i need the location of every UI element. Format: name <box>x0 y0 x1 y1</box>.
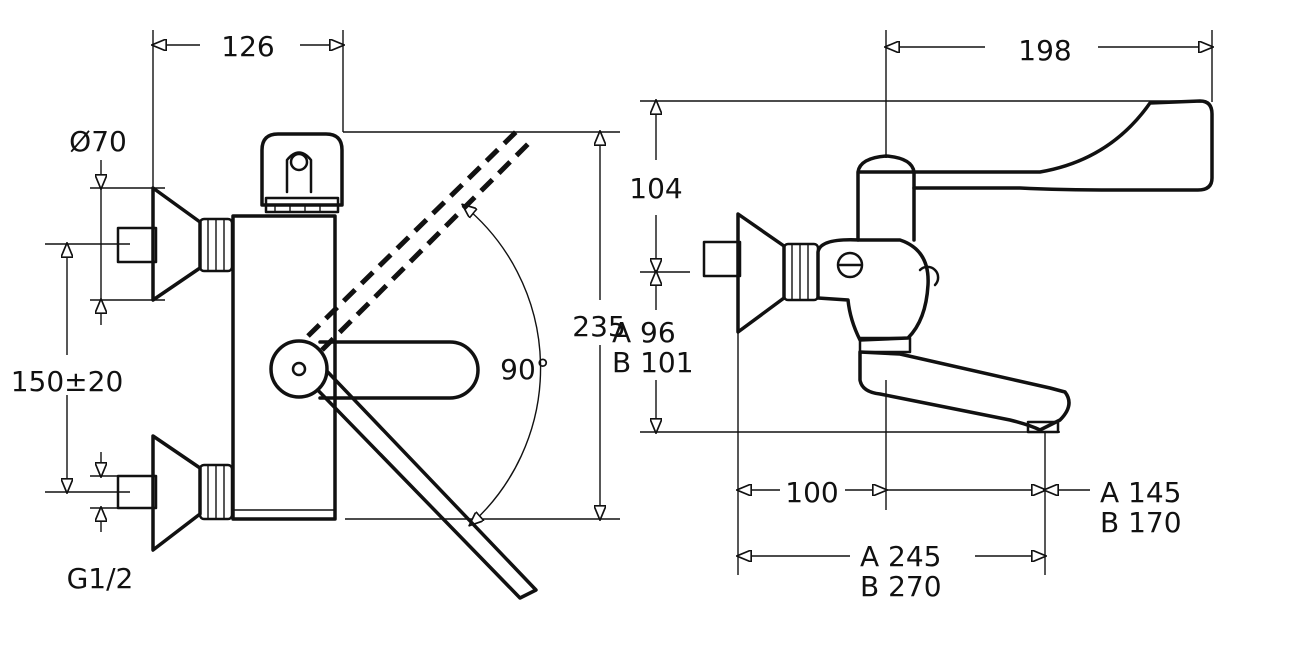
dim-198-label: 198 <box>1018 34 1071 67</box>
dim-spout-b-label: B 101 <box>612 346 694 379</box>
dim-angle-label: 90° <box>500 353 550 386</box>
dim-spacing: 150±20 <box>11 244 124 492</box>
dim-total-b-label: B 270 <box>860 570 942 603</box>
dim-100: 100 A 145 B 170 <box>738 476 1182 539</box>
upper-inlet <box>116 186 234 302</box>
dim-diameter: Ø70 <box>69 125 127 325</box>
lower-inlet <box>116 434 234 552</box>
dim-spacing-label: 150±20 <box>11 365 124 398</box>
lever-swung-down <box>306 364 538 600</box>
dim-235: 235 <box>572 132 626 519</box>
dim-126-label: 126 <box>221 30 274 63</box>
side-lever <box>856 99 1214 242</box>
dim-104: 104 <box>629 101 683 272</box>
dim-thread: G1/2 <box>67 452 134 595</box>
lever-hub <box>269 339 329 399</box>
dim-spout-len-a-label: A 145 <box>1100 476 1182 509</box>
side-inlet <box>702 212 820 334</box>
side-view: 198 104 A 96 B 101 100 A 145 B 170 <box>612 30 1212 603</box>
dim-total-a-label: A 245 <box>860 540 942 573</box>
side-body <box>816 238 940 354</box>
dim-100-label: 100 <box>785 476 838 509</box>
dim-diameter-label: Ø70 <box>69 125 127 158</box>
dim-spout-height: A 96 B 101 <box>612 272 694 432</box>
top-cap <box>260 132 344 214</box>
dim-126: 126 <box>153 30 343 63</box>
dim-spout-len-b-label: B 170 <box>1100 506 1182 539</box>
dim-thread-label: G1/2 <box>67 562 134 595</box>
side-spout <box>858 350 1071 434</box>
lever-rest <box>318 340 480 400</box>
dim-104-label: 104 <box>629 172 682 205</box>
dim-198: 198 <box>886 34 1212 67</box>
dim-235-label: 235 <box>572 310 625 343</box>
front-view: 126 Ø70 150±20 G1/2 235 <box>11 30 626 600</box>
mixer-body <box>231 214 337 521</box>
dim-total: A 245 B 270 <box>738 540 1045 603</box>
dim-angle: 90° <box>463 205 550 525</box>
dim-spout-a-label: A 96 <box>612 316 676 349</box>
